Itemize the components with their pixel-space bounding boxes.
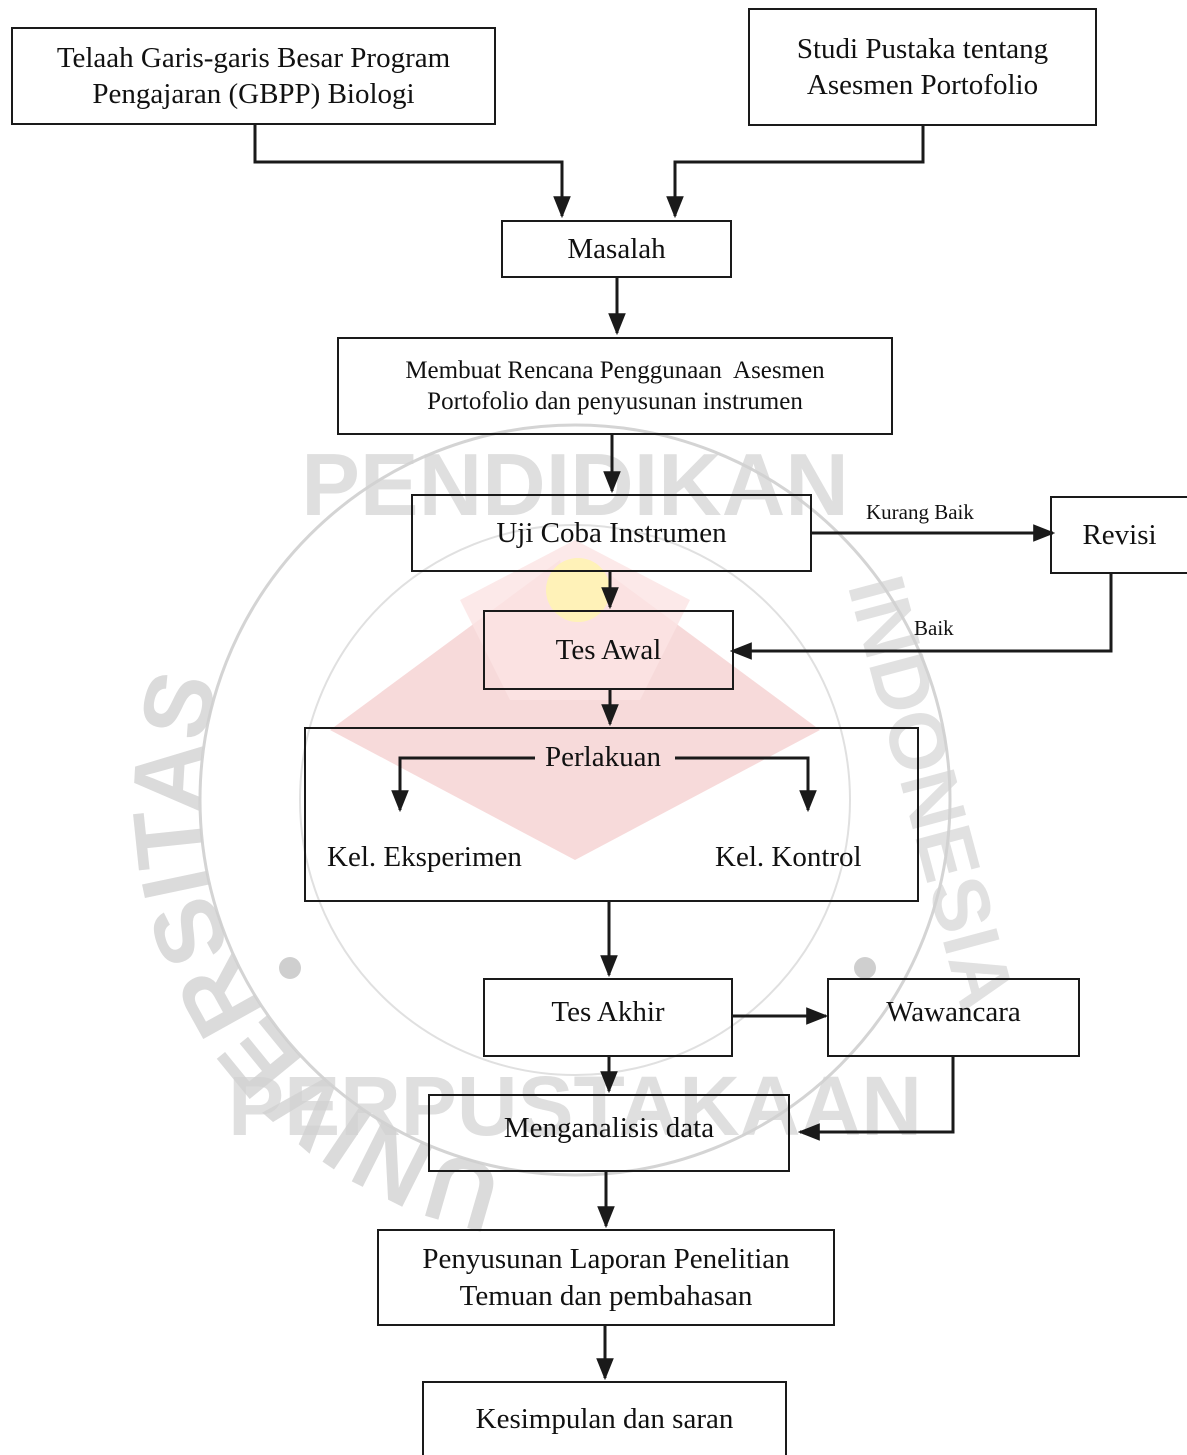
kesimpulan-label: Kesimpulan dan saran (475, 1403, 734, 1435)
revisi-box: Revisi (1050, 496, 1187, 574)
telaah-line-1: Telaah Garis-garis Besar Program (56, 41, 451, 74)
seal-sun (546, 558, 610, 622)
menganalisis-label: Menganalisis data (503, 1112, 715, 1144)
kel-eksperimen-label: Kel. Eksperimen (327, 841, 522, 873)
seal-top-text: PENDIDIKAN (301, 435, 849, 534)
seal-inner-ring (299, 524, 851, 1076)
tes-akhir-label: Tes Akhir (551, 996, 665, 1028)
penyusunan-line-2: Temuan dan pembahasan (459, 1279, 753, 1312)
membuat-rencana-box: Membuat Rencana Penggunaan Asesmen Porto… (337, 337, 893, 435)
uji-coba-label: Uji Coba Instrumen (496, 516, 727, 549)
kesimpulan-box: Kesimpulan dan saran (422, 1381, 787, 1455)
telaah-line-2: Pengajaran (GBPP) Biologi (92, 78, 415, 110)
perlakuan-box (304, 727, 919, 902)
penyusunan-laporan-box: Penyusunan Laporan Penelitian Temuan dan… (377, 1229, 835, 1326)
edge-revisi-tesawal (729, 574, 1113, 660)
edge-perlakuan-kontrol (675, 756, 817, 813)
baik-label: Baik (914, 616, 954, 640)
seal-outer-ring (198, 423, 952, 1177)
uji-coba-box: Uji Coba Instrumen (411, 494, 812, 572)
penyusunan-text: Penyusunan Laporan Penelitian Temuan dan… (422, 1241, 789, 1314)
membuat-rencana-text: Membuat Rencana Penggunaan Asesmen Porto… (405, 355, 824, 418)
kurang-baik-label: Kurang Baik (866, 500, 974, 524)
tes-awal-label: Tes Awal (555, 633, 662, 666)
perlakuan-title: Perlakuan (545, 741, 661, 773)
studi-pustaka-box: Studi Pustaka tentang Asesmen Portofolio (748, 8, 1097, 126)
wawancara-label: Wawancara (886, 996, 1021, 1028)
telaah-gbpp-text: Telaah Garis-garis Besar Program Pengaja… (57, 40, 450, 113)
masalah-box: Masalah (501, 220, 732, 278)
membuat-line-1: Membuat Rencana Penggunaan Asesmen (405, 356, 825, 384)
penyusunan-line-1: Penyusunan Laporan Penelitian (422, 1243, 790, 1276)
edge-telaah-masalah (253, 125, 571, 219)
telaah-gbpp-box: Telaah Garis-garis Besar Program Pengaja… (11, 27, 496, 125)
edge-perlakuan-eksperimen (391, 756, 535, 813)
tes-awal-box: Tes Awal (483, 610, 734, 690)
edge-studi-masalah (666, 125, 925, 219)
masalah-label: Masalah (567, 232, 666, 265)
studi-pustaka-text: Studi Pustaka tentang Asesmen Portofolio (797, 31, 1048, 104)
revisi-label: Revisi (1082, 518, 1157, 551)
edge-wawancara-menganalisis (797, 1057, 955, 1141)
seal-dot-right (854, 957, 876, 979)
studi-line-2: Asesmen Portofolio (806, 69, 1039, 101)
membuat-line-2: Portofolio dan penyusunan instrumen (427, 388, 803, 415)
tes-akhir-box: Tes Akhir (483, 978, 733, 1057)
kel-kontrol-label: Kel. Kontrol (715, 841, 862, 873)
seal-dot-left (279, 957, 301, 979)
menganalisis-data-box: Menganalisis data (428, 1094, 790, 1172)
wawancara-box: Wawancara (827, 978, 1080, 1057)
studi-line-1: Studi Pustaka tentang (796, 32, 1049, 65)
